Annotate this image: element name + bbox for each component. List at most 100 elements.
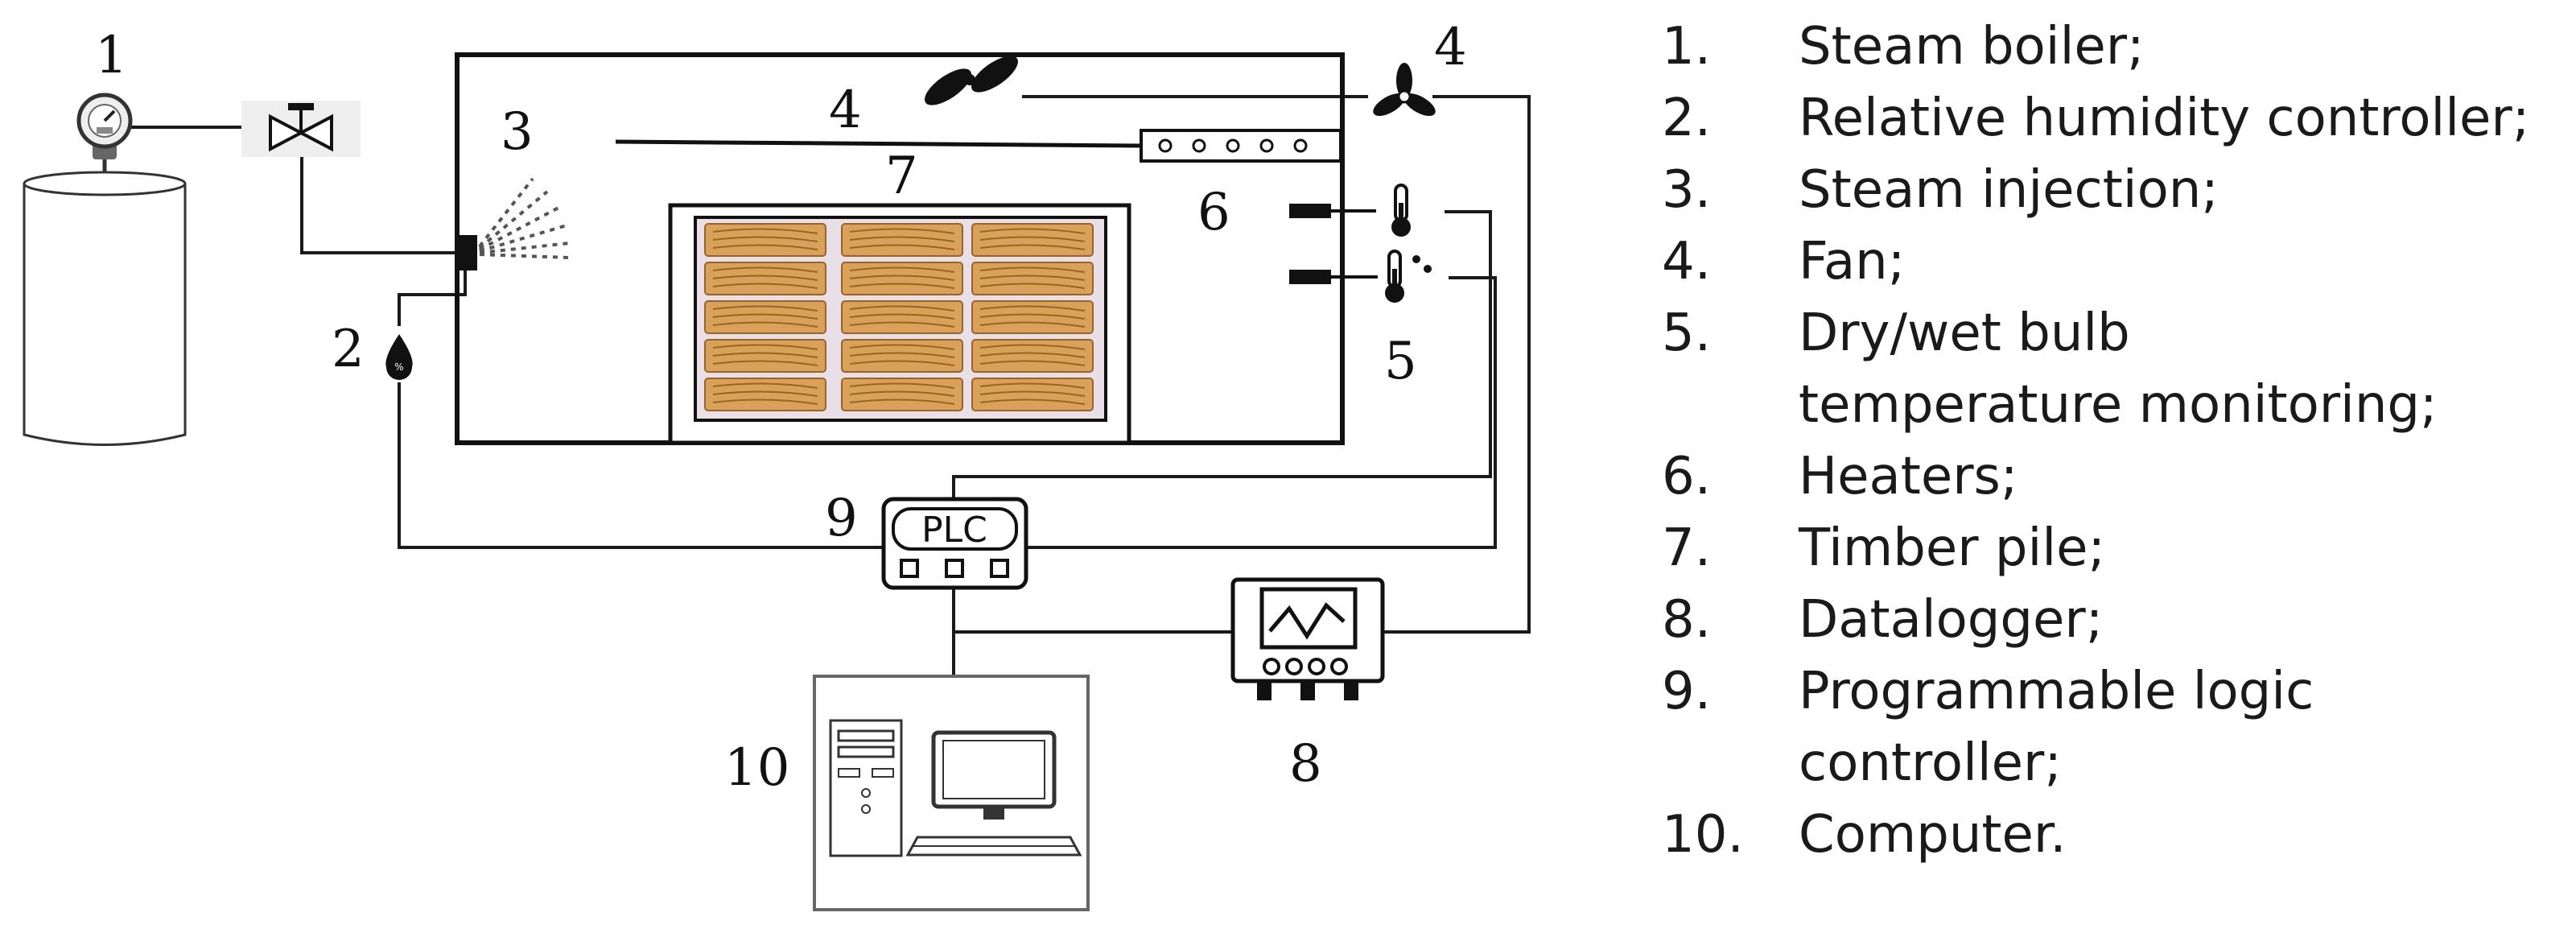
wood-grain [979, 360, 1086, 366]
fan-icon [1373, 63, 1436, 116]
wood-grain [712, 344, 818, 350]
timber-board [971, 339, 1094, 373]
wire-injector-to-humidity [398, 270, 467, 326]
wire-wet-sensor-to-plc [1026, 276, 1497, 549]
wire-valve-to-injector [300, 149, 455, 254]
wood-grain [849, 360, 955, 366]
callout-plc: 9 [825, 489, 858, 548]
wood-grain [712, 305, 818, 312]
wood-grain [712, 398, 818, 405]
plc-controller: PLC [881, 497, 1028, 590]
wood-grain [979, 390, 1086, 397]
wood-grain [712, 352, 818, 358]
timber-board [841, 339, 963, 373]
wood-grain [849, 236, 955, 242]
legend-item: 2.Relative humidity controller; [1662, 89, 2530, 148]
air-duct [1140, 129, 1342, 163]
steam-boiler [23, 157, 187, 446]
wood-grain [979, 344, 1086, 350]
timber-board [704, 300, 826, 334]
wood-grain [849, 382, 955, 389]
legend-item: 1.Steam boiler; [1662, 17, 2145, 76]
wood-grain [849, 352, 955, 358]
wire-dry-sensor-to-plc [952, 210, 1492, 499]
wood-grain [712, 390, 818, 397]
wet-bulb-thermometer-icon [1385, 250, 1432, 303]
plc-label: PLC [921, 510, 987, 551]
wood-grain [979, 352, 1086, 358]
wood-grain [979, 228, 1086, 234]
wood-grain [979, 283, 1086, 289]
legend-item: 8.Datalogger; [1662, 590, 2104, 650]
timber-board [971, 223, 1094, 257]
humidity-drop-icon: % [385, 334, 413, 380]
timber-board [704, 378, 826, 411]
wood-grain [849, 321, 955, 328]
legend-item: 6.Heaters; [1662, 447, 2018, 506]
wood-grain [849, 266, 955, 273]
timber-board [704, 262, 826, 295]
wood-grain [712, 275, 818, 281]
timber-board [841, 262, 963, 295]
timber-board [704, 339, 826, 373]
wood-grain [979, 382, 1086, 389]
wood-grain [712, 236, 818, 242]
wood-grain [712, 382, 818, 389]
timber-board [841, 378, 963, 411]
timber-board [971, 300, 1094, 334]
wood-grain [849, 305, 955, 312]
wood-grain [849, 390, 955, 397]
callout-fan-inside: 4 [829, 81, 862, 140]
legend-item: 4.Fan; [1662, 232, 1906, 291]
wood-grain [979, 236, 1086, 242]
legend-item: 9.Programmable logic controller; [1662, 662, 2314, 793]
timber-board [841, 223, 963, 257]
wood-grain [712, 313, 818, 320]
legend-list: 1.Steam boiler; 2.Relative humidity cont… [1662, 11, 2571, 871]
callout-heaters: 6 [1197, 183, 1230, 242]
wood-grain [712, 283, 818, 289]
callout-humidity-controller: 2 [332, 320, 365, 379]
wood-grain [979, 244, 1086, 250]
steam-spray [478, 177, 571, 259]
wood-grain [979, 398, 1086, 405]
timber-pile [668, 203, 1131, 445]
wood-grain [849, 228, 955, 234]
wood-grain [849, 244, 955, 250]
kiln-system-diagram: 1 3 % 2 4 [23, 18, 1531, 911]
wood-grain [849, 398, 955, 405]
wood-grain [849, 344, 955, 350]
wood-grain [712, 244, 818, 250]
timber-board [841, 300, 963, 334]
wood-grain [712, 266, 818, 273]
callout-fan-outside: 4 [1434, 18, 1467, 77]
wood-grain [712, 228, 818, 234]
timber-board [971, 262, 1094, 295]
wood-grain [712, 321, 818, 328]
datalogger-icon [1230, 577, 1385, 700]
wire-fan-to-datalogger [1383, 95, 1531, 634]
legend-item: 10.Computer. [1662, 805, 2067, 865]
wood-grain [979, 321, 1086, 328]
legend-item: 3.Steam injection; [1662, 160, 2219, 220]
wire-humidity-to-plc [398, 382, 884, 549]
steam-injector-nozzle [455, 235, 477, 270]
wood-grain [979, 305, 1086, 312]
wood-grain [849, 313, 955, 320]
wood-grain [979, 313, 1086, 320]
timber-board [971, 378, 1094, 411]
fan-shaft [615, 139, 1142, 148]
callout-timber: 7 [885, 147, 918, 206]
thermometer-icon [1391, 184, 1411, 237]
timber-board [704, 223, 826, 257]
callout-datalogger: 8 [1289, 734, 1322, 794]
heater-elements [1289, 204, 1378, 284]
wood-grain [979, 266, 1086, 273]
pressure-gauge-icon [76, 93, 133, 159]
wood-grain [979, 275, 1086, 281]
wood-grain [849, 275, 955, 281]
svg-text:%: % [394, 361, 403, 373]
legend-item: 5.Dry/wet bulb temperature monitoring; [1662, 303, 2438, 435]
legend-item: 7.Timber pile; [1662, 518, 2106, 578]
wood-grain [712, 360, 818, 366]
